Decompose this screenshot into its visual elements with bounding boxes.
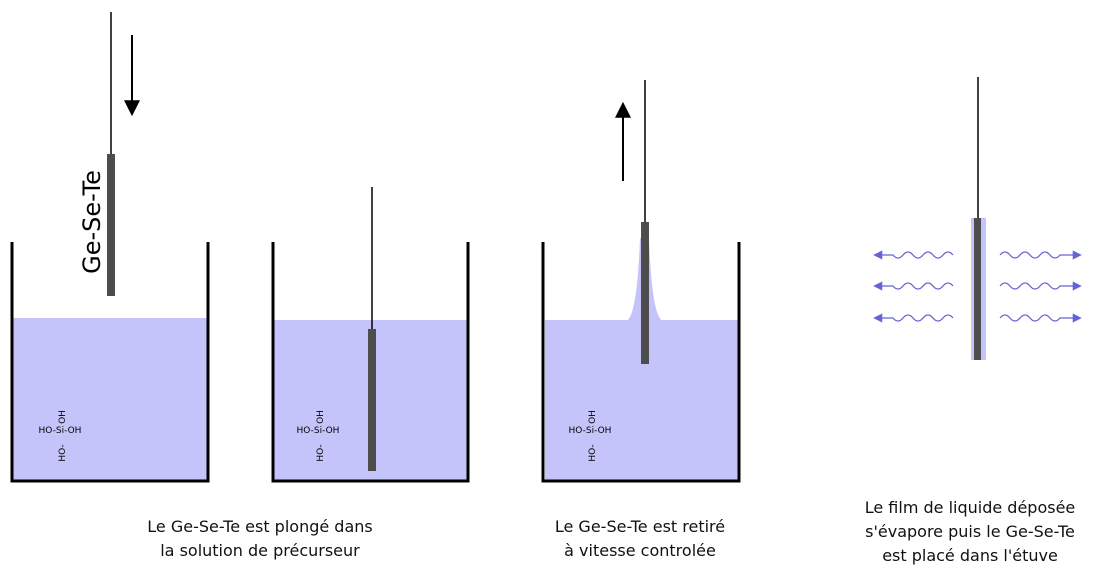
molecule-middle: HO-Si-OH	[297, 426, 340, 436]
sample-1	[107, 12, 115, 296]
sample-label: Ge-Se-Te	[78, 170, 106, 274]
caption-step-2: Le Ge-Se-Te est retiré à vitesse control…	[505, 515, 775, 563]
wavy-arrow-icon	[873, 250, 954, 260]
wavy-arrow-icon	[999, 281, 1082, 291]
sample-4-plate	[974, 218, 981, 360]
sample-2-plate	[368, 329, 376, 471]
beaker-2-outline	[271, 242, 470, 483]
molecule-bottom: HO-	[58, 444, 68, 461]
beaker-1-outline	[10, 242, 210, 483]
vapor-arrows-right	[999, 250, 1082, 323]
caption-step-3-line-1: Le film de liquide déposée	[864, 498, 1076, 517]
molecule-top: OH	[316, 410, 326, 424]
molecule-1: OH HO-Si-OH HO-	[39, 410, 82, 462]
beaker-3-outline	[541, 242, 741, 483]
wavy-arrow-icon	[873, 313, 954, 323]
molecule-bottom: HO-	[316, 444, 326, 461]
liquid-1	[13, 318, 207, 480]
sample-1-plate	[107, 154, 115, 296]
molecule-middle: HO-Si-OH	[39, 426, 82, 436]
caption-step-3-line-3: est placé dans l'étuve	[882, 546, 1058, 565]
molecule-top: OH	[588, 410, 598, 424]
wavy-arrow-icon	[999, 313, 1082, 323]
beaker-1	[10, 242, 210, 483]
wavy-arrow-icon	[873, 281, 954, 291]
vapor-arrows-left	[873, 250, 954, 323]
molecule-3: OH HO-Si-OH HO-	[569, 410, 612, 462]
molecule-2: OH HO-Si-OH HO-	[297, 410, 340, 462]
wavy-arrow-icon	[999, 250, 1082, 260]
caption-step-2-line-1: Le Ge-Se-Te est retiré	[554, 517, 726, 536]
caption-step-1: Le Ge-Se-Te est plongé dans la solution …	[60, 515, 460, 563]
molecule-top: OH	[58, 410, 68, 424]
caption-step-1-line-2: la solution de précurseur	[160, 541, 360, 560]
sample-2	[368, 187, 376, 471]
molecule-middle: HO-Si-OH	[569, 426, 612, 436]
caption-step-2-line-2: à vitesse controlée	[564, 541, 716, 560]
sample-3	[641, 80, 649, 364]
caption-step-1-line-1: Le Ge-Se-Te est plongé dans	[147, 517, 373, 536]
sample-3-plate	[641, 222, 649, 364]
caption-step-3-line-2: s'évapore puis le Ge-Se-Te	[865, 522, 1075, 541]
caption-step-3: Le film de liquide déposée s'évapore pui…	[825, 496, 1115, 568]
beaker-3	[541, 238, 741, 483]
molecule-bottom: HO-	[588, 444, 598, 461]
sample-4	[971, 77, 986, 360]
